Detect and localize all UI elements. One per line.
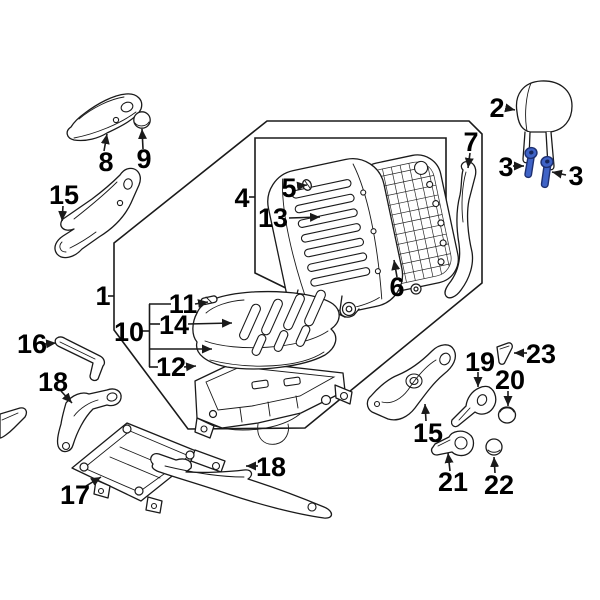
- outer-group-box: [113, 120, 483, 430]
- part-label-22: 22: [484, 470, 514, 500]
- part-label-2: 2: [489, 93, 504, 123]
- leader-lines: [108, 196, 255, 368]
- arrow-2: [504, 103, 516, 113]
- part-8-armrest: [66, 93, 143, 142]
- part-18-right-track-cover: [150, 453, 333, 519]
- part-12-cushion-frame: [194, 360, 353, 445]
- arrow-11: [194, 299, 209, 308]
- arrow-8: [100, 133, 110, 152]
- arrow-5: [296, 181, 308, 191]
- part-21-adjuster-lever: [430, 430, 475, 457]
- part-label-7: 7: [463, 127, 478, 157]
- part-label-12: 12: [156, 352, 186, 382]
- part-22-cap: [485, 438, 503, 456]
- arrow-7: [464, 152, 474, 169]
- part-17-seat-track: [71, 422, 226, 514]
- part-label-6: 6: [389, 272, 404, 302]
- part-label-1: 1: [95, 281, 110, 311]
- armrest-hole: [120, 101, 134, 113]
- part-label-3a: 3: [498, 152, 513, 182]
- part-label-10: 10: [114, 317, 144, 347]
- part-2-headrest: [515, 80, 573, 171]
- part-15-left-side-shield: [54, 167, 141, 259]
- part-label-23: 23: [526, 339, 556, 369]
- part-label-20: 20: [495, 365, 525, 395]
- arrow-15-right: [421, 403, 431, 422]
- part-label-8: 8: [98, 147, 113, 177]
- part-label-19: 19: [465, 347, 495, 377]
- arrow-18-left: [60, 390, 73, 404]
- part-23-clip: [496, 342, 513, 365]
- arrow-21: [444, 452, 454, 472]
- arrow-15-left: [58, 205, 68, 222]
- part-3-headrest-guides: [524, 146, 554, 189]
- part-label-15-left: 15: [49, 180, 79, 210]
- part-label-4: 4: [234, 183, 249, 213]
- arrow-17: [85, 476, 102, 487]
- part-14-seat-cushion: [192, 289, 340, 370]
- part-19-recliner-handle: [450, 385, 497, 428]
- part-label-14: 14: [159, 310, 189, 340]
- part-16-bracket: [54, 336, 106, 382]
- part-label-11: 11: [169, 289, 198, 319]
- callout-labels: 1 2 3 3 4 5 6 7 8 9 10 11 12 13 14 15 15…: [17, 93, 584, 510]
- part-label-16: 16: [17, 329, 47, 359]
- part-15-right-side-shield: [366, 344, 457, 421]
- arrow-3b: [551, 169, 567, 179]
- partial-bracket-left-edge: [0, 407, 27, 439]
- part-9-armrest-cap: [133, 111, 151, 129]
- callout-arrows: [43, 103, 567, 487]
- arrow-14: [187, 318, 233, 328]
- part-label-9: 9: [136, 144, 151, 174]
- part-20-knob: [497, 406, 517, 424]
- part-label-18-right: 18: [256, 452, 286, 482]
- arrow-16: [43, 339, 57, 349]
- part-18-left-track-cover: [56, 388, 122, 453]
- arrow-12: [183, 362, 197, 372]
- part-13-seat-back-cushion: [267, 158, 404, 319]
- arrow-9: [138, 128, 147, 150]
- part-label-13: 13: [258, 203, 288, 233]
- arrow-6: [391, 259, 401, 278]
- part-label-21: 21: [438, 467, 468, 497]
- part-label-18-left: 18: [38, 367, 68, 397]
- arrow-13: [288, 212, 321, 222]
- part-label-3b: 3: [568, 161, 583, 191]
- arrow-22: [490, 456, 500, 474]
- part-label-5: 5: [281, 173, 296, 203]
- part-label-17: 17: [60, 480, 90, 510]
- part-label-15-right: 15: [413, 418, 443, 448]
- part-7-side-trim: [444, 160, 477, 299]
